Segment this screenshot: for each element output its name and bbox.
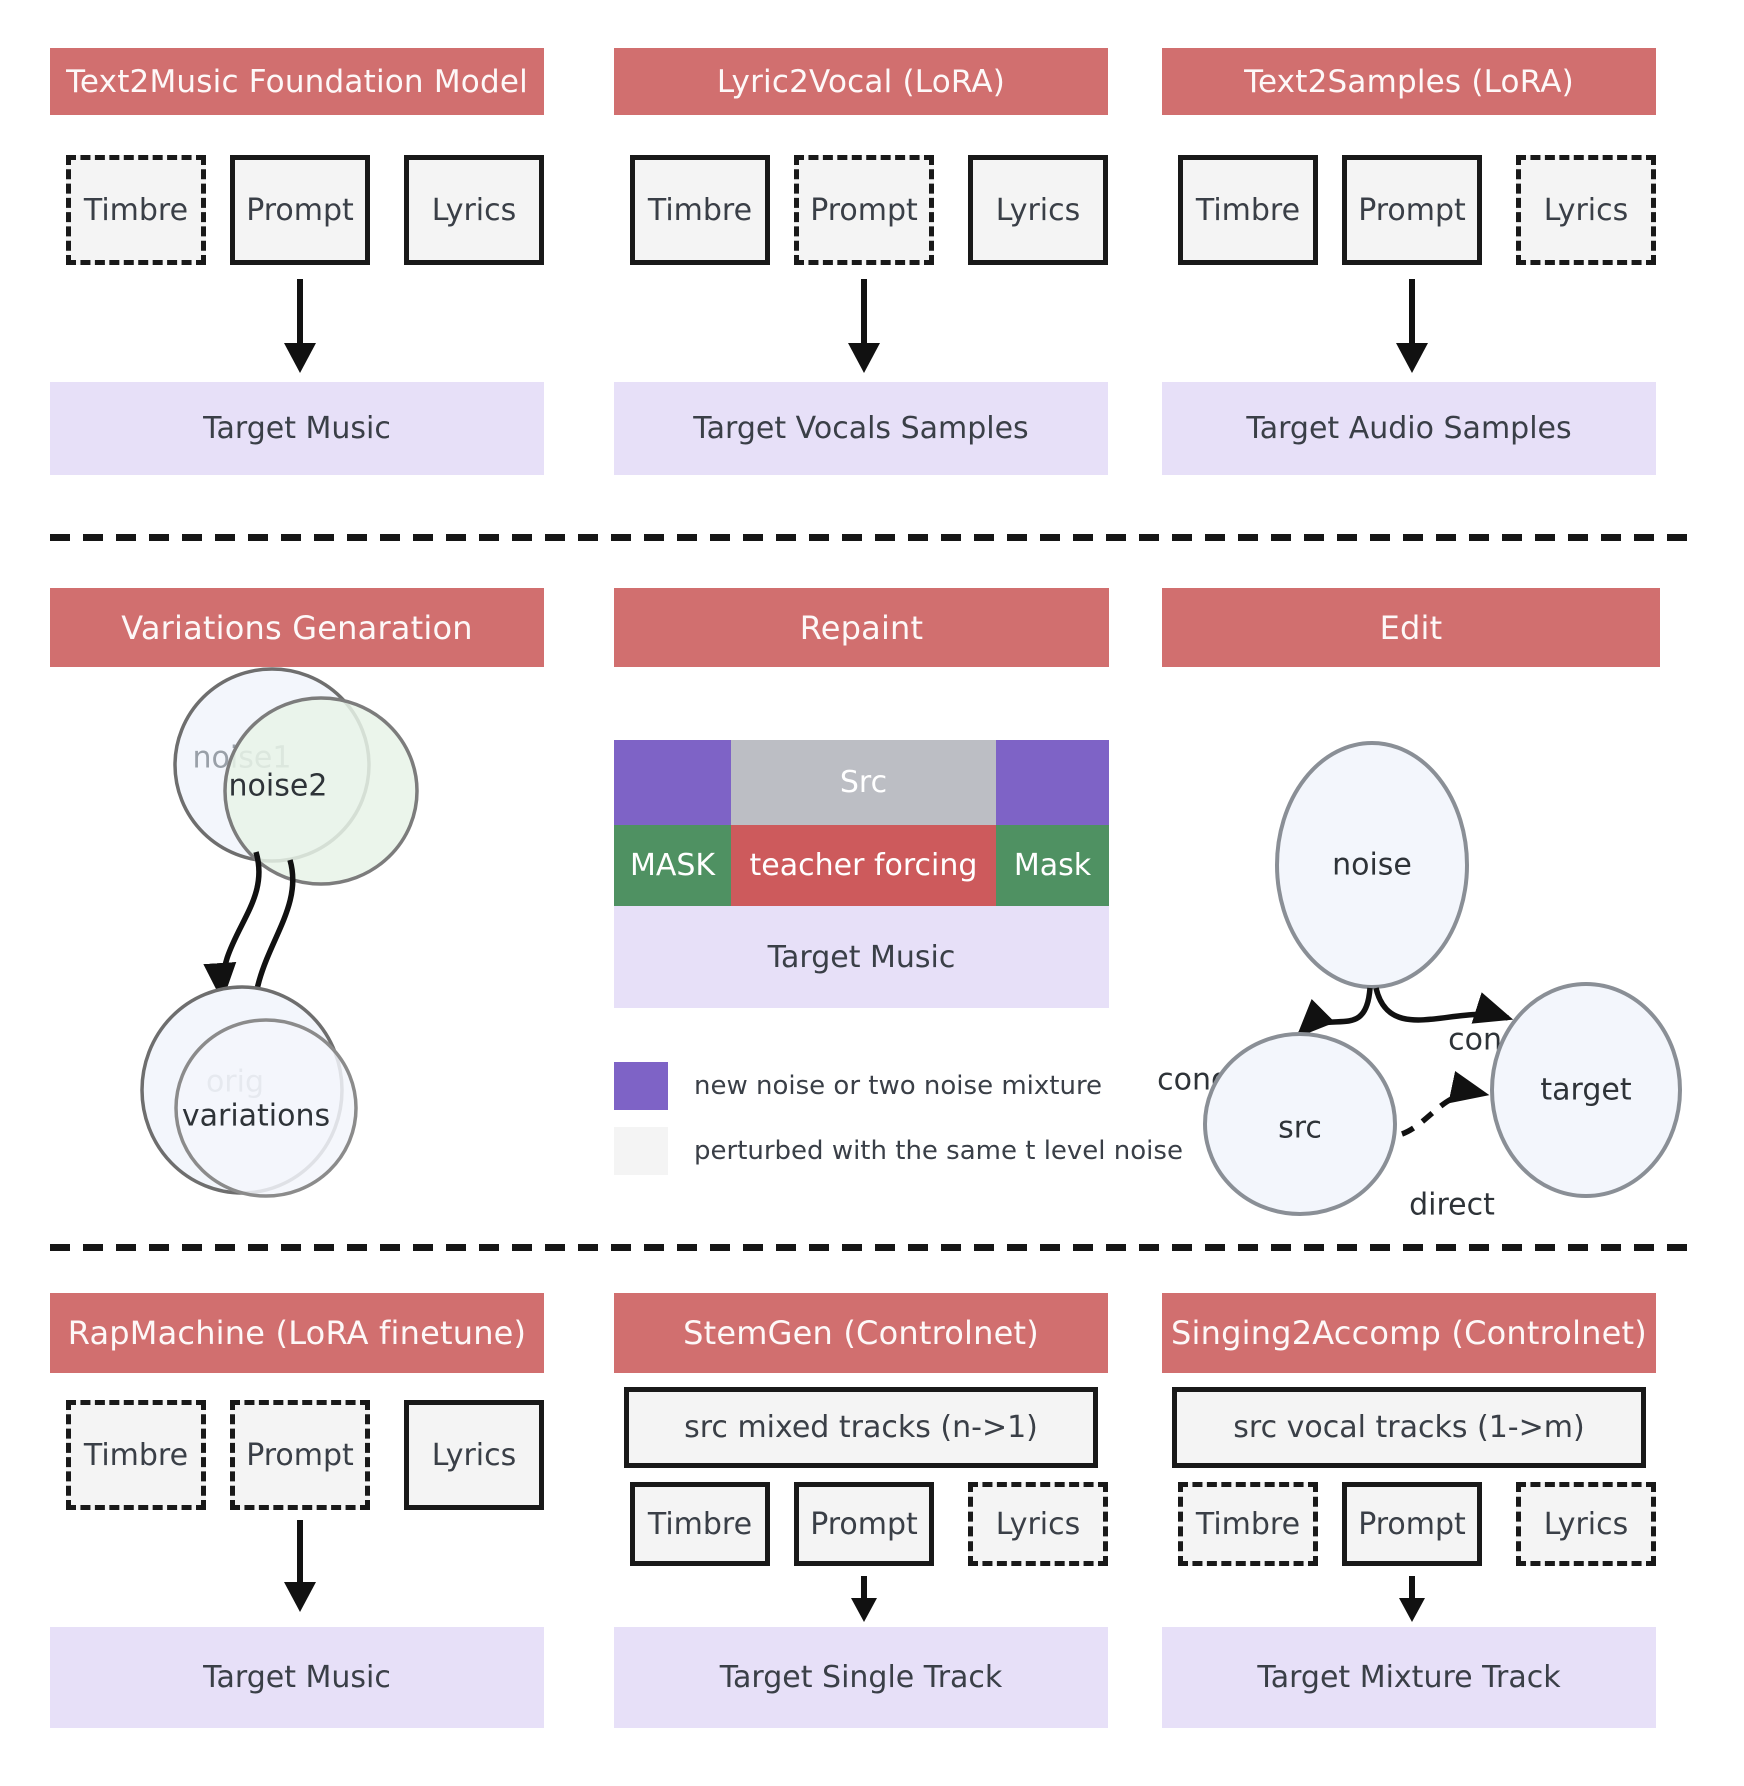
panel-title: RapMachine (LoRA finetune) bbox=[50, 1293, 544, 1373]
variation-arrow-1 bbox=[203, 851, 262, 1002]
variations-graphic: noise1 noise2 orig variations bbox=[140, 667, 419, 1198]
noise2-circle bbox=[223, 696, 419, 886]
mask-left-block: MASK bbox=[614, 825, 731, 906]
input-box-timbre: Timbre bbox=[1178, 155, 1318, 265]
panel-title: Edit bbox=[1162, 588, 1660, 667]
noise-block-left bbox=[614, 740, 731, 825]
panel-title: Singing2Accomp (Controlnet) bbox=[1162, 1293, 1656, 1373]
legend-perturbed-label: perturbed with the same t level noise bbox=[694, 1136, 1183, 1166]
input-box-prompt: Prompt bbox=[230, 1400, 370, 1510]
panel-text2samples: Text2Samples (LoRA) Timbre Prompt Lyrics… bbox=[1162, 48, 1656, 475]
src-circle bbox=[1203, 1032, 1397, 1216]
input-box-timbre: Timbre bbox=[66, 155, 206, 265]
down-arrow bbox=[848, 279, 880, 373]
panel-singing2accomp: Singing2Accomp (Controlnet) src vocal tr… bbox=[1162, 1293, 1656, 1728]
noise-label: noise bbox=[1332, 848, 1412, 883]
down-arrow bbox=[284, 1520, 316, 1612]
panel-title: Lyric2Vocal (LoRA) bbox=[614, 48, 1108, 115]
down-arrow bbox=[851, 1576, 877, 1622]
legend-gray-swatch bbox=[614, 1127, 668, 1175]
src-vocal-tracks-box: src vocal tracks (1->m) bbox=[1172, 1387, 1646, 1468]
target-audio-box: Target Audio Samples bbox=[1162, 382, 1656, 475]
panel-title: Repaint bbox=[614, 588, 1109, 667]
panel-title: StemGen (Controlnet) bbox=[614, 1293, 1108, 1373]
input-box-prompt: Prompt bbox=[230, 155, 370, 265]
target-music-box: Target Music bbox=[50, 382, 544, 475]
dashed-separator-bottom bbox=[50, 1244, 1695, 1251]
input-box-lyrics: Lyrics bbox=[1516, 155, 1656, 265]
variations-label: variations bbox=[182, 1099, 330, 1134]
direct-arrow bbox=[1400, 1071, 1490, 1137]
panel-title: Text2Music Foundation Model bbox=[50, 48, 544, 115]
target-single-track-box: Target Single Track bbox=[614, 1627, 1108, 1728]
target-circle bbox=[1490, 982, 1682, 1198]
dashed-separator-top bbox=[50, 534, 1695, 541]
panel-text2music: Text2Music Foundation Model Timbre Promp… bbox=[50, 48, 544, 475]
panel-rapmachine: RapMachine (LoRA finetune) Timbre Prompt… bbox=[50, 1293, 544, 1728]
input-box-prompt: Prompt bbox=[1342, 155, 1482, 265]
input-box-lyrics: Lyrics bbox=[404, 155, 544, 265]
input-box-timbre: Timbre bbox=[630, 1482, 770, 1566]
input-box-lyrics: Lyrics bbox=[1516, 1482, 1656, 1566]
src-mixed-tracks-box: src mixed tracks (n->1) bbox=[624, 1387, 1098, 1468]
edit-graphic: noise condition1 condition2 src target d… bbox=[1157, 741, 1682, 1223]
target-music-block: Target Music bbox=[614, 906, 1109, 1008]
panel-title: Variations Genaration bbox=[50, 588, 544, 667]
src-block: Src bbox=[731, 740, 996, 825]
panel-variations: Variations Genaration noise1 noise2 orig… bbox=[50, 588, 544, 1260]
panel-title: Text2Samples (LoRA) bbox=[1162, 48, 1656, 115]
legend-new-noise-label: new noise or two noise mixture bbox=[694, 1071, 1103, 1101]
panel-edit: Edit noise condition1 condition2 src tar… bbox=[1157, 588, 1682, 1260]
down-arrow bbox=[284, 279, 316, 373]
input-box-timbre: Timbre bbox=[1178, 1482, 1318, 1566]
target-mixture-track-box: Target Mixture Track bbox=[1162, 1627, 1656, 1728]
noise-block-right bbox=[996, 740, 1109, 825]
teacher-forcing-block: teacher forcing bbox=[731, 825, 996, 906]
input-box-lyrics: Lyrics bbox=[968, 1482, 1108, 1566]
target-vocals-box: Target Vocals Samples bbox=[614, 382, 1108, 475]
direct-label: direct bbox=[1409, 1188, 1495, 1223]
target-music-box: Target Music bbox=[50, 1627, 544, 1728]
input-box-prompt: Prompt bbox=[1342, 1482, 1482, 1566]
variations-circle bbox=[174, 1018, 358, 1198]
input-box-timbre: Timbre bbox=[66, 1400, 206, 1510]
input-box-timbre: Timbre bbox=[630, 155, 770, 265]
noise-circle bbox=[1275, 741, 1469, 989]
condition2-arrow bbox=[1373, 987, 1514, 1024]
down-arrow bbox=[1396, 279, 1428, 373]
panel-stemgen: StemGen (Controlnet) src mixed tracks (n… bbox=[614, 1293, 1108, 1728]
mask-right-block: Mask bbox=[996, 825, 1109, 906]
panel-lyric2vocal: Lyric2Vocal (LoRA) Timbre Prompt Lyrics … bbox=[614, 48, 1108, 475]
noise2-label: noise2 bbox=[229, 769, 328, 804]
condition1-arrow bbox=[1296, 987, 1373, 1038]
input-box-lyrics: Lyrics bbox=[404, 1400, 544, 1510]
input-box-lyrics: Lyrics bbox=[968, 155, 1108, 265]
panel-repaint: Repaint Src MASK teacher forcing Mask Ta… bbox=[614, 588, 1183, 1260]
input-box-prompt: Prompt bbox=[794, 155, 934, 265]
src-label: src bbox=[1278, 1111, 1322, 1146]
down-arrow bbox=[1399, 1576, 1425, 1622]
input-box-prompt: Prompt bbox=[794, 1482, 934, 1566]
target-label: target bbox=[1540, 1073, 1631, 1108]
legend-purple-swatch bbox=[614, 1062, 668, 1110]
